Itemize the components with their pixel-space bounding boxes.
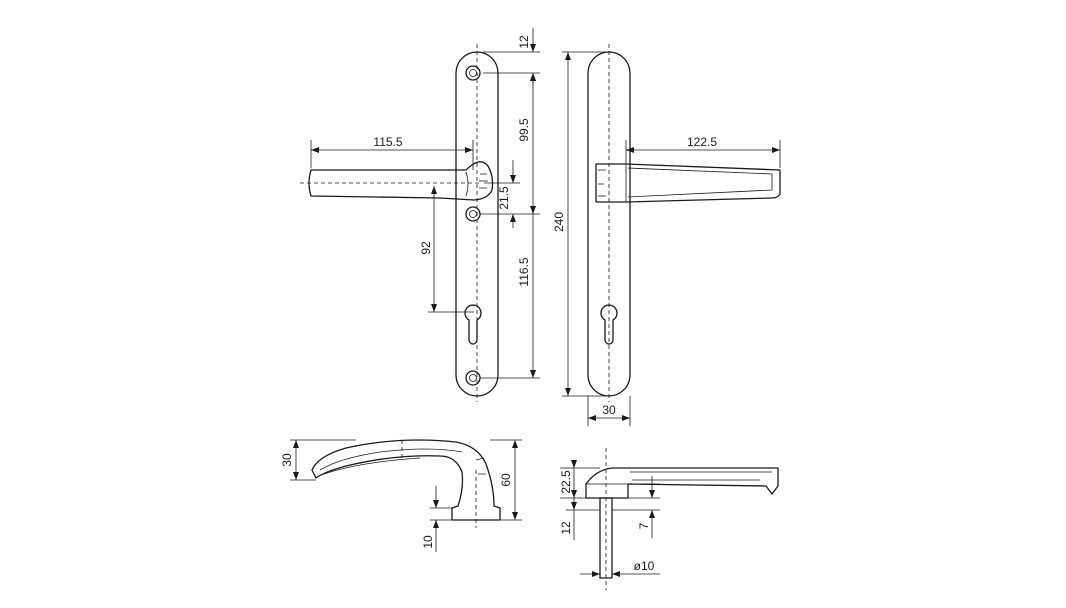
cylinder-cutout <box>464 304 482 345</box>
dim-spindle-offset: 21.5 <box>497 186 511 210</box>
spindle-hole <box>465 206 481 222</box>
dim-rose-depth: 10 <box>421 535 435 549</box>
dim-handle-height: 30 <box>280 453 294 467</box>
side-lever <box>595 163 781 203</box>
dim-lower-pitch: 116.5 <box>517 257 531 286</box>
dim-handle-length-front: 115.5 <box>373 135 402 149</box>
spindle <box>599 497 613 579</box>
dim-projection: 60 <box>499 473 513 487</box>
dim-spindle-diameter: ø10 <box>634 559 655 573</box>
dim-spindle-length: 12 <box>559 521 573 535</box>
side-profile-lever <box>585 467 779 499</box>
bottom-screw-hole <box>465 370 481 386</box>
profile-lever <box>311 439 501 521</box>
front-lever <box>308 161 494 201</box>
dim-overall-length: 240 <box>552 212 566 232</box>
dim-top-offset: 12 <box>517 35 531 49</box>
dim-plate-width: 30 <box>602 403 616 417</box>
top-screw-hole <box>465 65 481 81</box>
dim-upper-pitch: 99.5 <box>517 118 531 142</box>
dim-handle-length-side: 122.5 <box>687 135 717 149</box>
front-view: 12 99.5 116.5 21.5 115.5 92 <box>300 28 540 402</box>
dim-cylinder-offset: 92 <box>419 241 433 255</box>
rear-view: 122.5 240 30 <box>552 44 781 426</box>
rear-cylinder-cutout <box>600 304 618 345</box>
dim-height-side: 22.5 <box>559 470 573 494</box>
profile-view: 30 60 10 <box>280 439 522 552</box>
dim-inset: 7 <box>637 522 651 529</box>
side-profile-view: 22.5 12 7 ø10 <box>559 448 779 590</box>
